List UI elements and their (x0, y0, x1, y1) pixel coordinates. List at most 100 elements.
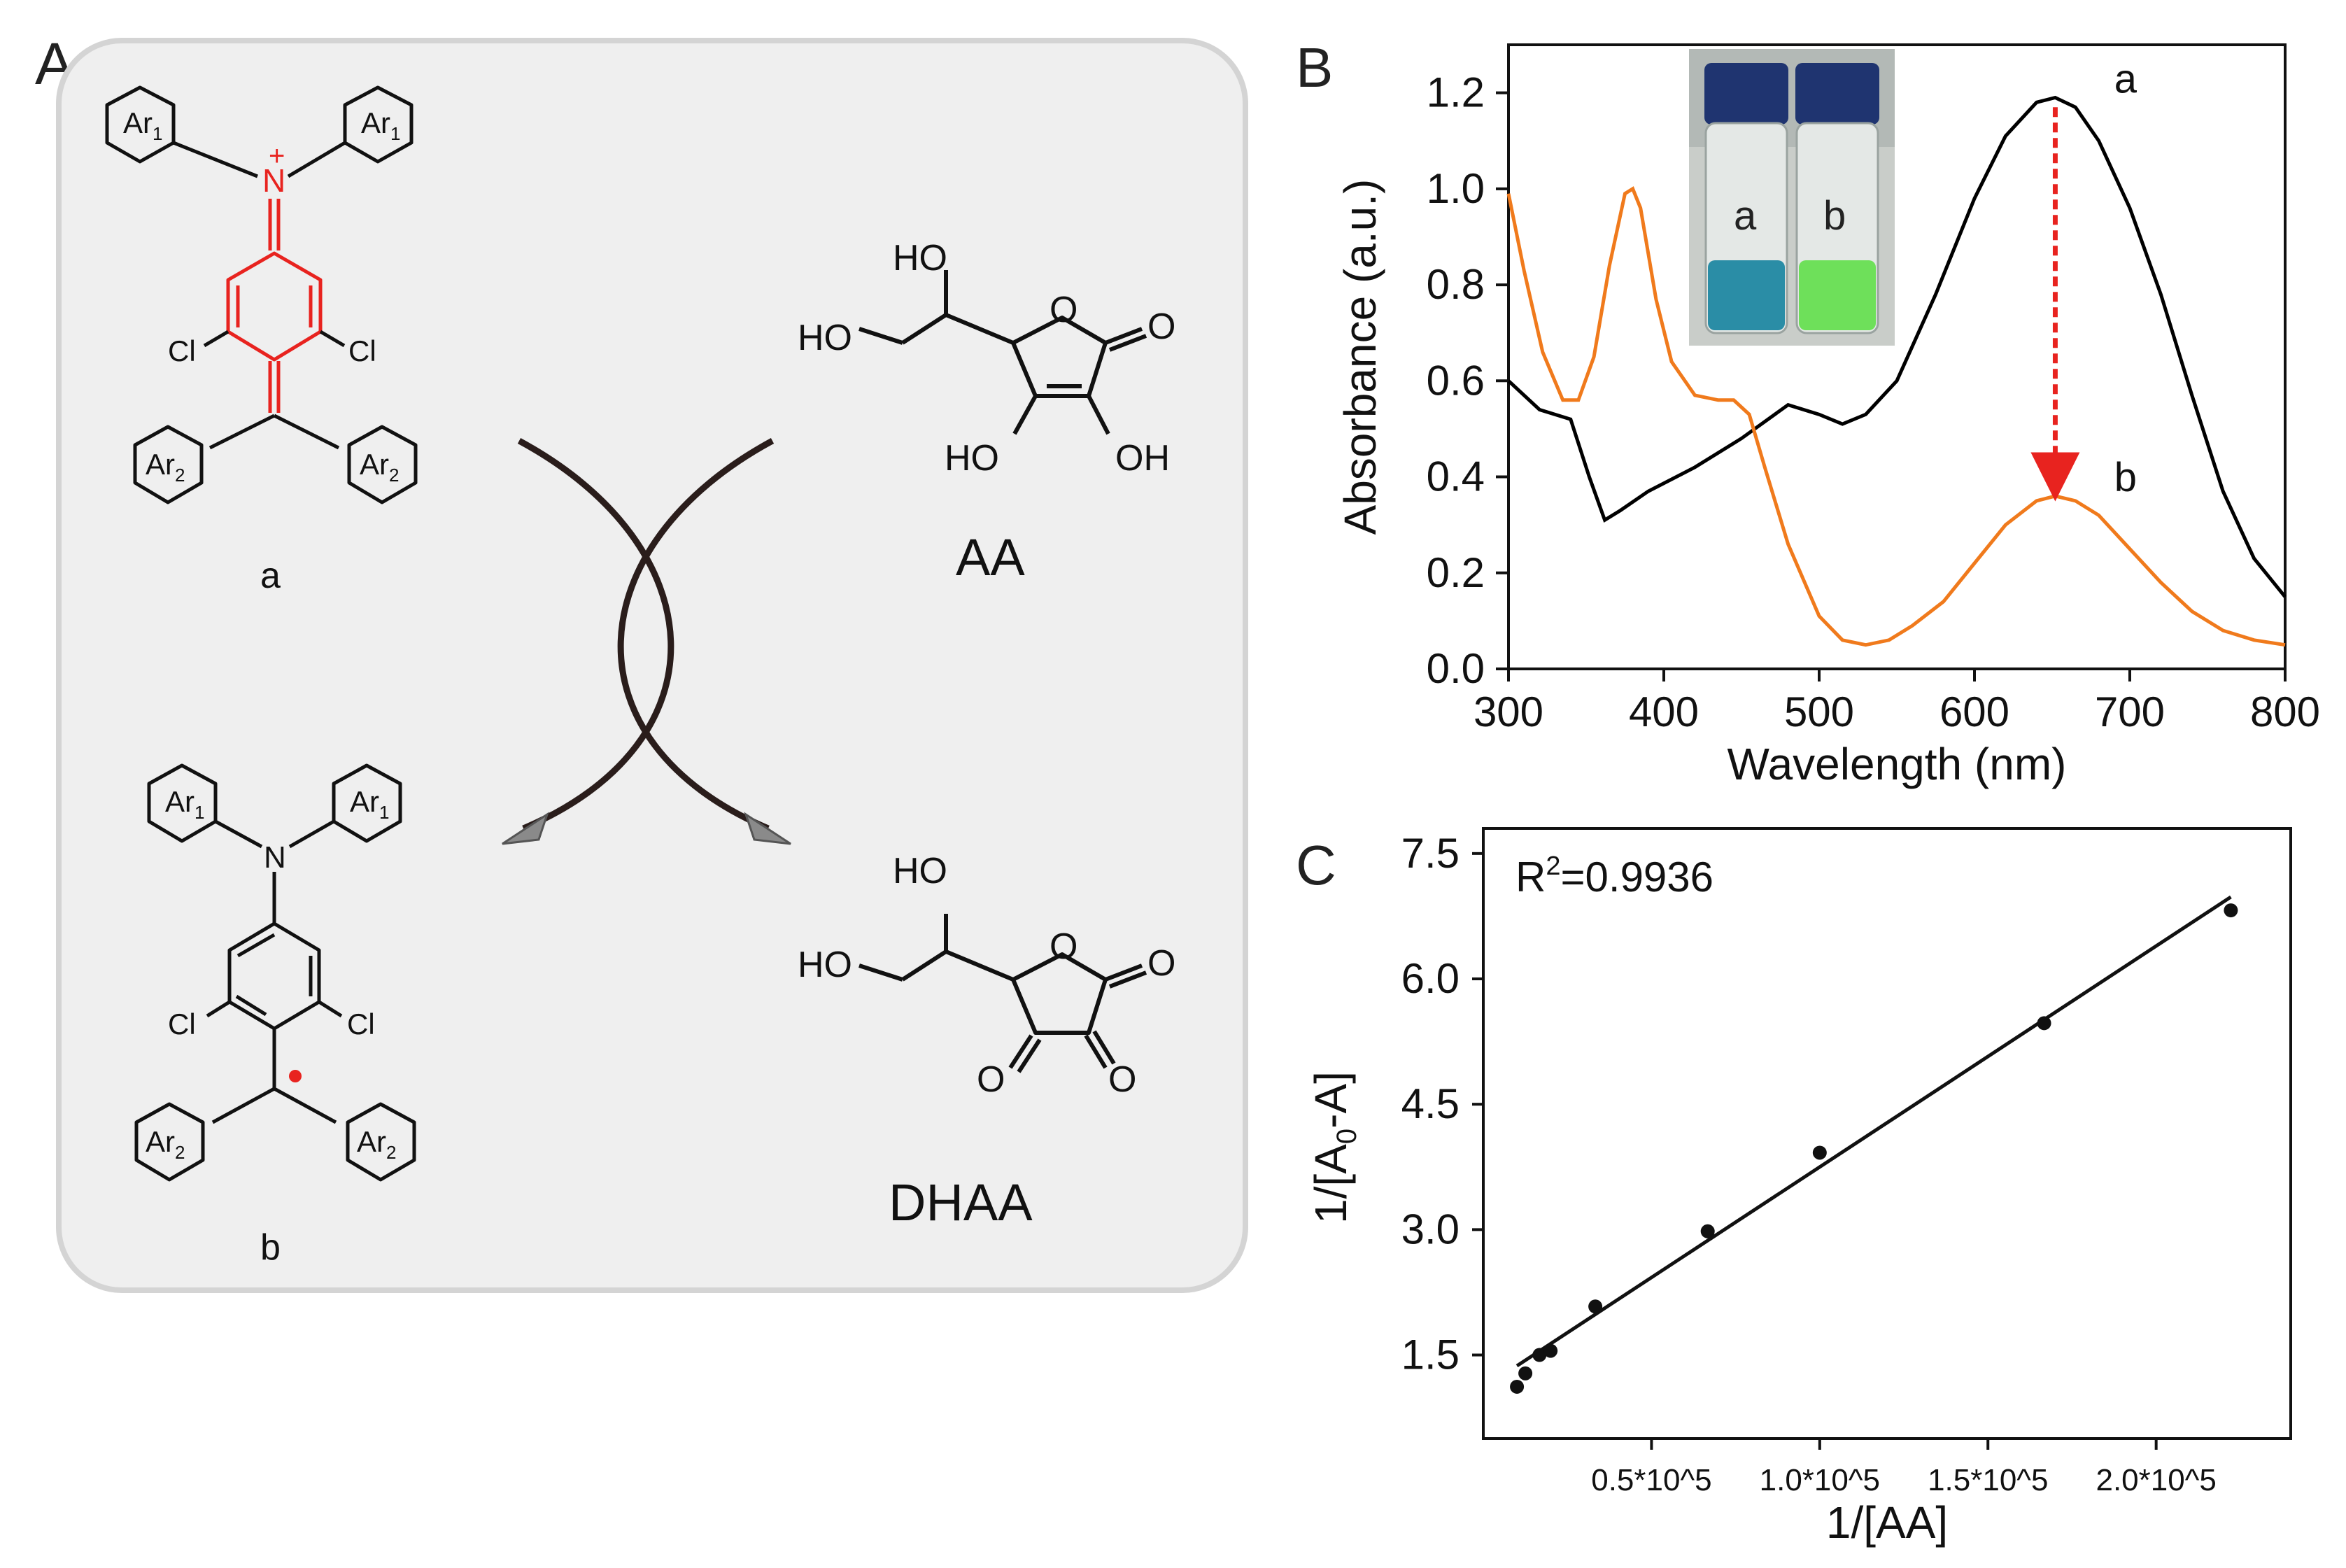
ar2-ring-left (133, 425, 204, 504)
x-tick-label: 1.0*10^5 (1760, 1463, 1880, 1497)
aa-ho-left: HO (798, 318, 852, 358)
b-ar2-ring-left (134, 1102, 205, 1182)
ar2-label-right: Ar2 (360, 448, 399, 486)
x-tick-label: 2.0*10^5 (2096, 1463, 2216, 1497)
x-tick-label: 800 (2250, 688, 2320, 735)
curve-b-label: b (2114, 455, 2137, 500)
data-point (1812, 1145, 1827, 1160)
b-ar1-ring-right (332, 763, 402, 843)
b-ar2-ring-right (346, 1102, 416, 1182)
vial-b-liquid (1799, 260, 1876, 330)
cl-left-a: Cl (168, 334, 196, 367)
molecule-b-caption: b (260, 1227, 281, 1268)
dhaa-carbonyl-o3: O (1108, 1059, 1136, 1100)
data-point (1588, 1299, 1603, 1314)
dhaa-ring (1011, 952, 1108, 1035)
n-ar1-bond-left (173, 141, 258, 178)
dhaa-carbonyl-o2: O (977, 1059, 1005, 1100)
fit-x-label: 1/[AA] (1826, 1497, 1948, 1548)
panel-a-background (56, 38, 1248, 1293)
vial-photo-inset: a b (1689, 49, 1895, 346)
r-squared-annotation: R2=0.9936 (1515, 852, 1713, 900)
radical-dot (289, 1070, 302, 1082)
fit-y-label: 1/[A0-A] (1306, 1071, 1362, 1224)
curve-a-label: a (2114, 57, 2137, 102)
absorbance-plot-frame (1507, 43, 2287, 670)
cl-right-b: Cl (347, 1008, 375, 1040)
vial-b-label: b (1823, 193, 1846, 239)
arrowhead-left (502, 812, 549, 845)
y-tick-label: 0.0 (1427, 645, 1485, 692)
data-point (2037, 1016, 2051, 1031)
b-ar2-label-left: Ar2 (146, 1125, 185, 1163)
spectrum-line-a (1507, 95, 2287, 598)
charge-label: + (269, 141, 285, 171)
aa-oh-right: OH (1115, 438, 1170, 479)
molecule-aa (858, 270, 1147, 435)
b-ar1-ring-left (147, 763, 218, 843)
fit-plot-frame (1482, 827, 2292, 1440)
dhaa-ho-top: HO (893, 851, 947, 891)
y-tick-label: 1.2 (1427, 69, 1485, 116)
b-ar1-label-right: Ar1 (350, 785, 389, 823)
molecule-a-labels: Ar1 Ar1 N + Cl Cl Ar2 Ar2 a (123, 106, 400, 596)
y-tick-label: 0.4 (1427, 453, 1485, 500)
vial-b-cap (1795, 63, 1879, 125)
reaction-arrows (502, 438, 791, 845)
absorbance-x-label: Wavelength (nm) (1727, 739, 2067, 789)
aa-ring (1011, 316, 1108, 398)
y-tick-label: 1.5 (1401, 1332, 1460, 1378)
aa-carbonyl-o: O (1147, 306, 1175, 347)
panel-a: A (35, 31, 1248, 1293)
spectrum-line-b (1506, 186, 2286, 647)
x-tick-label: 1.5*10^5 (1928, 1463, 2048, 1497)
dhaa-ho-left: HO (798, 945, 852, 985)
data-point (1510, 1379, 1525, 1394)
molecule-a (105, 85, 418, 504)
dhaa-labels: HO HO O O O O DHAA (798, 851, 1175, 1231)
x-tick-label: 600 (1939, 688, 2009, 735)
b-ar2-label-right: Ar2 (357, 1125, 396, 1163)
aa-oh-left: HO (945, 438, 999, 479)
panel-c-label: C (1296, 834, 1336, 896)
quinoid-ring (226, 251, 323, 362)
x-tick-label: 300 (1474, 688, 1543, 735)
panel-b-label: B (1296, 36, 1333, 99)
y-tick-label: 6.0 (1401, 955, 1460, 1002)
x-tick-label: 400 (1629, 688, 1699, 735)
y-tick-label: 4.5 (1401, 1080, 1460, 1127)
cl-left-b: Cl (168, 1008, 196, 1040)
dhaa-carbonyl-o1: O (1147, 943, 1175, 984)
aa-ho-top: HO (893, 238, 947, 278)
reaction-arrow-left (517, 438, 674, 832)
y-tick-label: 7.5 (1401, 830, 1460, 877)
ar2-ring-right (347, 425, 418, 504)
ar1-ring-right (343, 85, 414, 164)
vial-a-liquid (1708, 260, 1785, 330)
data-point (1700, 1224, 1715, 1238)
vial-a-cap (1704, 63, 1788, 125)
data-point (1532, 1348, 1547, 1362)
y-tick-label: 0.6 (1427, 357, 1485, 404)
x-tick-label: 500 (1784, 688, 1854, 735)
fit-line (1515, 895, 2232, 1368)
absorbance-y-label: Absorbance (a.u.) (1335, 179, 1385, 535)
ar1-ring-left (105, 85, 176, 164)
arrowhead-right (744, 812, 791, 845)
aa-labels: HO HO O O HO OH AA (798, 238, 1175, 586)
y-tick-label: 3.0 (1401, 1206, 1460, 1252)
y-tick-label: 1.0 (1427, 165, 1485, 212)
b-ar1-label-left: Ar1 (165, 785, 204, 823)
n-ar1-bond-right (287, 141, 346, 178)
molecule-dhaa (858, 914, 1147, 1073)
data-point (1543, 1343, 1558, 1358)
dhaa-caption: DHAA (889, 1173, 1033, 1231)
y-tick-label: 0.8 (1427, 261, 1485, 308)
molecule-b-labels: Ar1 Ar1 N Cl Cl Ar2 Ar2 b (146, 785, 396, 1268)
